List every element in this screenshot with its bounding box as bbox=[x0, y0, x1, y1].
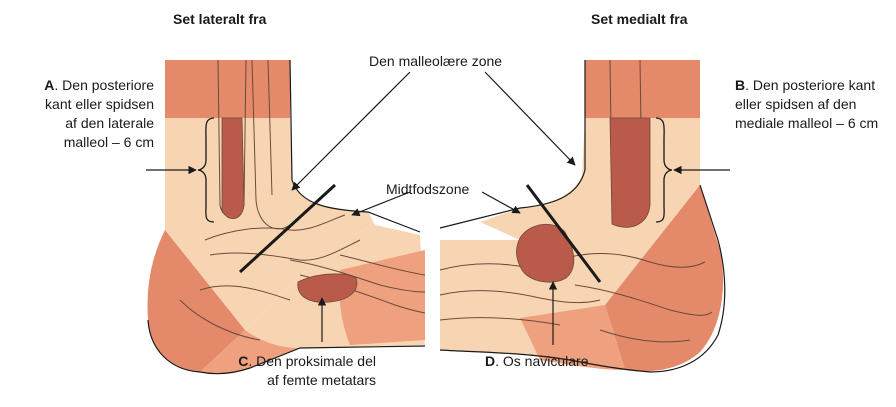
callout-b: B. Den posteriore kant eller spidsen af … bbox=[735, 76, 878, 133]
lateral-foot bbox=[148, 60, 425, 374]
callout-c-line-1: . Den proksimale del bbox=[248, 353, 376, 369]
arrow-midfoot-right bbox=[482, 192, 520, 213]
arrow-malleolar-right bbox=[485, 72, 575, 165]
arrow-malleolar-left bbox=[292, 72, 410, 190]
callout-d-letter: D bbox=[485, 353, 495, 369]
callout-a-line-3: af den laterale bbox=[44, 114, 154, 133]
medial-leg-upper bbox=[585, 60, 700, 118]
callout-a: A. Den posteriore kant eller spidsen af … bbox=[44, 76, 154, 152]
medial-view-heading: Set medialt fra bbox=[591, 10, 687, 29]
callout-a-letter: A bbox=[44, 77, 54, 93]
midfoot-zone-label: Midtfodszone bbox=[386, 180, 469, 199]
callout-d: D. Os naviculare bbox=[485, 352, 589, 371]
callout-a-line-4: malleol – 6 cm bbox=[44, 133, 154, 152]
medial-foot bbox=[440, 60, 725, 372]
callout-d-line-1: . Os naviculare bbox=[495, 353, 588, 369]
callout-b-line-1: . Den posteriore kant bbox=[745, 77, 875, 93]
malleolar-zone-label: Den malleolære zone bbox=[369, 52, 502, 71]
lateral-leg-upper bbox=[165, 60, 290, 118]
callout-c-letter: C bbox=[238, 353, 248, 369]
callout-c: C. Den proksimale del af femte metatars bbox=[238, 352, 376, 390]
callout-c-line-2: af femte metatars bbox=[238, 371, 376, 390]
lateral-malleolus-highlight bbox=[222, 118, 244, 219]
navicular-highlight bbox=[516, 224, 573, 282]
callout-b-letter: B bbox=[735, 77, 745, 93]
callout-a-line-2: kant eller spidsen bbox=[44, 95, 154, 114]
medial-malleolus-highlight bbox=[610, 118, 650, 227]
lateral-view-heading: Set lateralt fra bbox=[173, 10, 266, 29]
callout-b-line-2: eller spidsen af den bbox=[735, 95, 878, 114]
callout-a-line-1: . Den posteriore bbox=[54, 77, 154, 93]
callout-b-line-3: mediale malleol – 6 cm bbox=[735, 114, 878, 133]
